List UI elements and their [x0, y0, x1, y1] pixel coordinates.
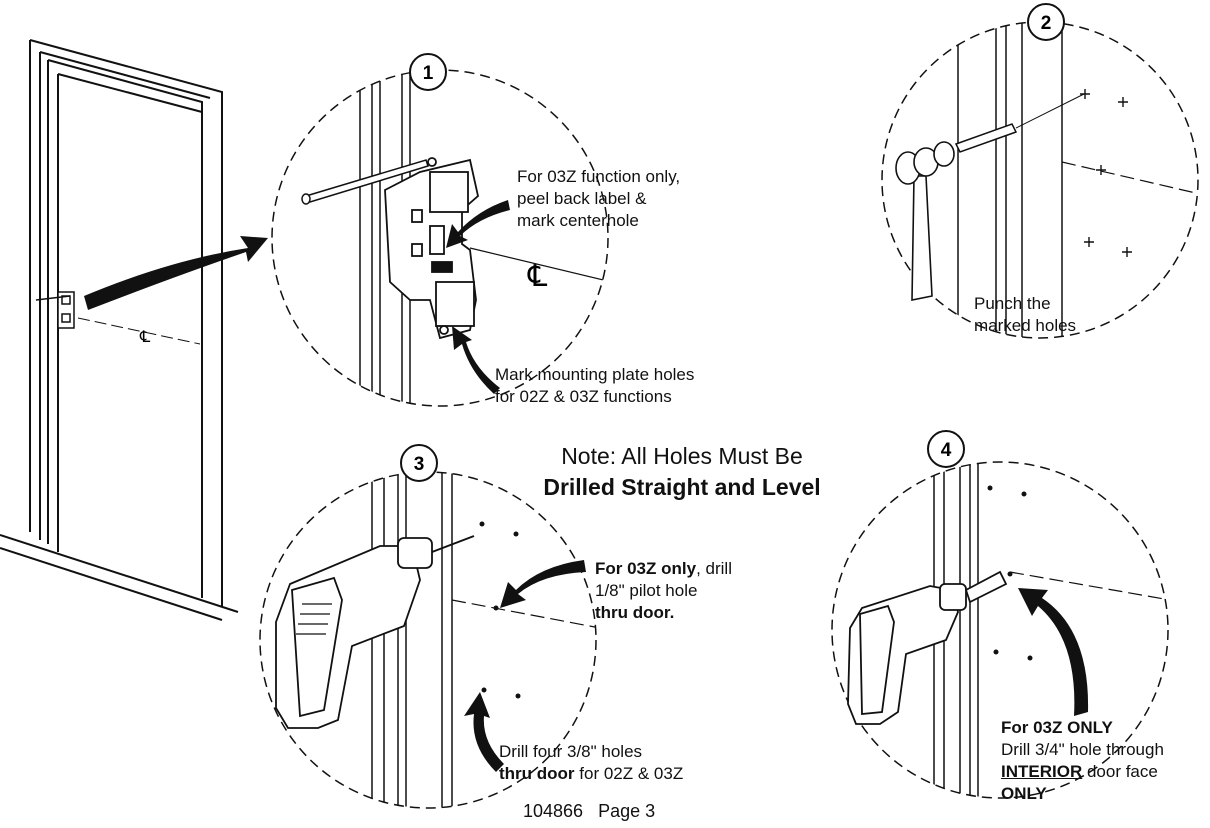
punch-tool — [301, 159, 429, 205]
door-centerline — [77, 317, 201, 345]
step3-four-line2-rest: for 02Z & 03Z — [574, 764, 684, 783]
zoom-arrow — [84, 236, 268, 310]
step2-line1: Punch the — [974, 294, 1051, 313]
detail-circle-1: ℄ — [271, 69, 609, 407]
door-frame — [0, 39, 239, 621]
step1-label-callout: For 03Z function only, peel back label &… — [517, 166, 680, 232]
step3-four-line2-bold: thru door — [499, 764, 575, 783]
drill-4 — [847, 570, 1008, 725]
step-badge-2: 2 — [1027, 3, 1065, 41]
center-punch — [954, 93, 1085, 153]
note-line2: Drilled Straight and Level — [543, 474, 821, 500]
hole-marks-2 — [1080, 89, 1132, 257]
svg-text:3: 3 — [414, 454, 425, 475]
interior-pointer-arrow — [1018, 588, 1089, 716]
centerline-symbol: ℄ — [527, 259, 547, 294]
detail-circle-2 — [881, 21, 1199, 339]
step-badge-3: 3 — [400, 444, 438, 482]
drill-3 — [275, 535, 475, 729]
step1-plate-line2: for 02Z & 03Z functions — [495, 387, 672, 406]
step1-label-line2: peel back label & — [517, 189, 647, 208]
hammer — [895, 141, 955, 301]
hole-dots-4 — [987, 485, 1033, 661]
step1-label-line3: mark centerhole — [517, 211, 639, 230]
step4-line4: ONLY — [1001, 784, 1047, 803]
step4-line3-rest: door face — [1082, 762, 1158, 781]
step2-line2: marked holes — [974, 316, 1077, 335]
step2-callout: Punch the marked holes — [974, 293, 1076, 337]
step3-pilot-line1-bold: For 03Z only — [595, 559, 697, 578]
note-line1: Note: All Holes Must Be — [561, 443, 803, 469]
note-block: Note: All Holes Must Be Drilled Straight… — [520, 441, 844, 503]
step3-pilot-callout: For 03Z only, drill 1/8" pilot hole thru… — [595, 558, 732, 624]
step4-line1: For 03Z ONLY — [1001, 718, 1113, 737]
step3-pilot-line1: For 03Z only, drill — [595, 558, 732, 580]
step3-pilot-line3: thru door. — [595, 603, 675, 622]
detail-circle-3 — [259, 471, 597, 809]
four-holes-pointer-arrow — [464, 692, 504, 772]
svg-text:1: 1 — [423, 63, 434, 84]
plate-pointer-arrow — [452, 326, 500, 394]
hole-dots-3 — [479, 521, 521, 699]
doc-number: 104866 — [523, 801, 584, 821]
step4-line3: INTERIOR door face — [1001, 761, 1164, 783]
page-number: Page 3 — [598, 801, 656, 821]
step1-plate-callout: Mark mounting plate holes for 02Z & 03Z … — [495, 364, 694, 408]
step3-four-callout: Drill four 3/8" holes thru door for 02Z … — [499, 741, 683, 785]
step3-four-line1: Drill four 3/8" holes — [499, 742, 643, 761]
step3-four-line2: thru door for 02Z & 03Z — [499, 763, 683, 785]
door-centerline-symbol: ℄ — [139, 327, 151, 346]
footer: 104866 Page 3 — [523, 800, 655, 822]
label-pointer-arrow — [446, 200, 510, 248]
step1-plate-line1: Mark mounting plate holes — [495, 365, 695, 384]
step3-pilot-line2: 1/8" pilot hole — [595, 581, 698, 600]
step4-callout: For 03Z ONLY Drill 3/4" hole through INT… — [1001, 717, 1164, 805]
step3-pilot-line1-rest: , drill — [696, 559, 732, 578]
step4-line3-bold: INTERIOR — [1001, 762, 1083, 781]
step1-label-line1: For 03Z function only, — [517, 167, 681, 186]
step-badge-4: 4 — [927, 430, 965, 468]
step4-line2: Drill 3/4" hole through — [1001, 740, 1164, 759]
svg-text:4: 4 — [941, 440, 952, 461]
door-lock-hardware — [35, 291, 75, 329]
step-badge-1: 1 — [409, 53, 447, 91]
mounting-plate — [384, 157, 479, 340]
pilot-pointer-arrow — [500, 560, 586, 608]
detail-circle-4 — [831, 461, 1169, 799]
svg-text:2: 2 — [1041, 13, 1052, 34]
